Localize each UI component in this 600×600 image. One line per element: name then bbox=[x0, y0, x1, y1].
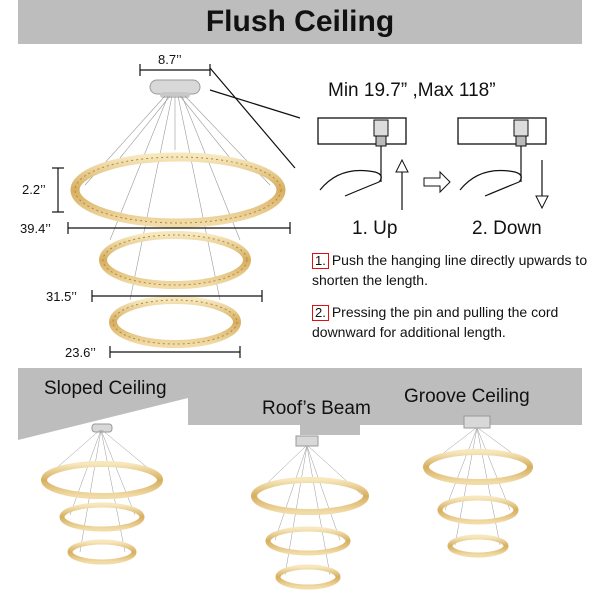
adjust-down-diagram bbox=[457, 117, 549, 210]
main-ring-small bbox=[109, 296, 241, 348]
page-title: Flush Ceiling bbox=[205, 5, 395, 38]
beam-chandelier bbox=[251, 435, 369, 590]
header-band bbox=[18, 0, 582, 44]
instruction-1-text: Push the hanging line directly upwards t… bbox=[312, 252, 588, 288]
instruction-2-number: 2. bbox=[312, 305, 329, 321]
arrow-right-icon bbox=[423, 170, 451, 194]
ceiling-silhouettes bbox=[18, 368, 582, 440]
instruction-2: 2.Pressing the pin and pulling the cord … bbox=[312, 302, 592, 342]
canopy-width-label: 8.7’’ bbox=[158, 52, 182, 67]
small-ring-label: 23.6’’ bbox=[65, 345, 96, 360]
sloped-ceiling-label: Sloped Ceiling bbox=[44, 378, 167, 399]
step-down-label: 2. Down bbox=[472, 218, 542, 239]
sloped-chandelier bbox=[41, 423, 163, 565]
main-ring-large bbox=[70, 152, 286, 228]
ring-height-label: 2.2’’ bbox=[22, 182, 46, 197]
dimension-lines bbox=[52, 64, 301, 358]
step-up-label: 1. Up bbox=[352, 218, 398, 239]
instruction-1: 1.Push the hanging line directly upwards… bbox=[312, 250, 592, 290]
roof-beam-label: Roof’s Beam bbox=[262, 398, 371, 419]
instruction-1-number: 1. bbox=[312, 253, 329, 269]
groove-ceiling-label: Groove Ceiling bbox=[404, 386, 530, 407]
adjust-up-diagram bbox=[317, 117, 409, 210]
length-range: Min 19.7” ,Max 118” bbox=[328, 80, 496, 101]
middle-ring-label: 31.5’’ bbox=[46, 289, 77, 304]
main-canopy bbox=[149, 79, 201, 98]
groove-chandelier bbox=[423, 415, 533, 558]
large-ring-label: 39.4’’ bbox=[20, 221, 51, 236]
main-ring-middle bbox=[99, 231, 251, 289]
instruction-2-text: Pressing the pin and pulling the cord do… bbox=[312, 304, 559, 340]
